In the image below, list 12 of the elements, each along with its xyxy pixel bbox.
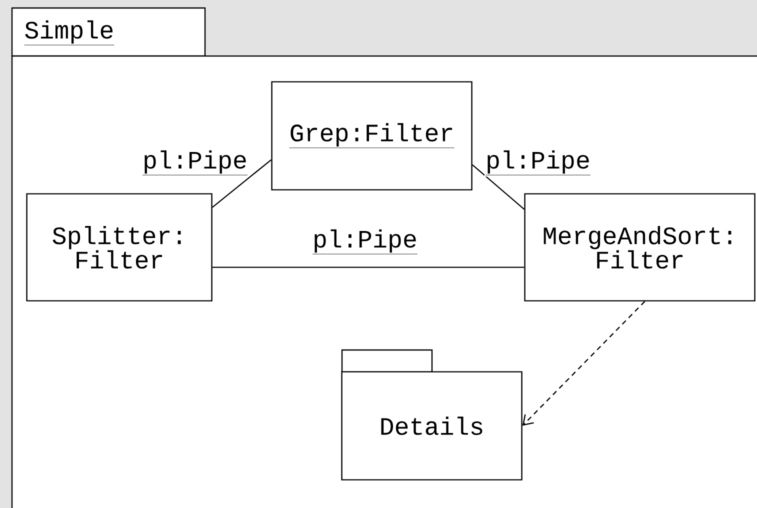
dashed-arrow — [522, 300, 646, 426]
node-label: Simple — [25, 20, 113, 44]
connector-line — [472, 164, 525, 210]
object-box: Splitter: Filter — [26, 193, 212, 302]
object-box: MergeAndSort: Filter — [524, 193, 756, 302]
edge-label: pl:Pipe — [312, 228, 419, 256]
edge-label: pl:Pipe — [484, 149, 592, 177]
connector-line — [212, 266, 524, 268]
edge-label: pl:Pipe — [142, 149, 249, 177]
object-box: Grep:Filter — [271, 81, 472, 190]
package-box: Details — [341, 349, 522, 480]
connector-line — [212, 159, 272, 208]
